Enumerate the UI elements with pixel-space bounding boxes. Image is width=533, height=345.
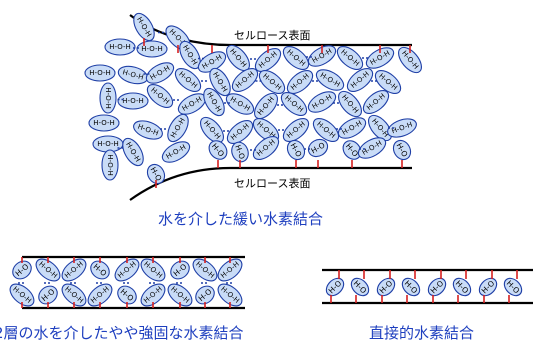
water-molecule-loose: H-O-H	[346, 68, 374, 92]
water-molecule-loose: H-O-H	[92, 135, 124, 153]
water-molecule-loose: H-O-H	[307, 91, 337, 113]
water-molecule-bilayer-upper: H-O-H	[192, 258, 218, 282]
svg-text:H-O-H: H-O-H	[106, 154, 114, 175]
water-molecule-loose: H-O-H	[226, 120, 254, 144]
water-molecule-loose: H-O	[146, 163, 166, 185]
water-molecule-bilayer-lower: H-O	[195, 285, 215, 305]
water-molecule-loose: H-O-H	[282, 118, 310, 142]
water-molecule-loose: H-O-H	[200, 116, 224, 144]
caption-loose-bond: 水を介した緩い水素結合	[158, 210, 324, 228]
water-molecule-bilayer-lower: H-O	[38, 285, 58, 305]
water-molecule-loose: H-O-H	[209, 67, 231, 97]
water-molecule-loose: H-O-H	[374, 70, 402, 94]
water-molecule-loose: H-O-H	[104, 38, 136, 56]
water-molecule-direct: H-O	[427, 277, 447, 297]
water-molecule-loose: H-O-H	[307, 45, 337, 67]
water-molecule-bilayer-lower: H-O-H	[140, 283, 166, 307]
water-molecule-loose: H-O-H	[254, 92, 278, 120]
water-molecule-bilayer-lower: H-O-H	[167, 283, 193, 307]
svg-text:H-O-H: H-O-H	[109, 43, 130, 51]
water-molecule-bilayer-upper: H-O	[12, 260, 32, 280]
water-molecule-bilayer-upper: H-O-H	[61, 258, 87, 282]
water-molecule-loose: H-O	[208, 140, 228, 160]
water-molecule-direct: H-O	[376, 277, 396, 297]
svg-text:H-O-H: H-O-H	[97, 140, 118, 148]
water-molecule-loose: H-O-H	[146, 84, 174, 108]
water-molecule-loose: H-O-H	[99, 82, 117, 114]
water-molecule-loose: H-O	[286, 139, 306, 161]
water-molecule-bilayer-upper: H-O-H	[217, 258, 243, 282]
water-molecule-loose: H-O-H	[226, 44, 250, 72]
water-molecule-loose: H-O-H	[88, 114, 120, 132]
water-molecule-direct: H-O	[503, 277, 523, 297]
water-molecule-loose: H-O-H	[225, 93, 255, 115]
water-molecule-direct: H-O	[401, 277, 421, 297]
water-molecule-loose: H-O-H	[167, 113, 189, 143]
svg-text:H-O-H: H-O-H	[93, 119, 114, 127]
water-molecule-loose: H-O-H	[338, 90, 362, 118]
water-molecule-bilayer-lower: H-O-H	[87, 283, 113, 307]
caption-direct-bond: 直接的水素結合	[369, 324, 475, 342]
water-molecule-direct: H-O	[452, 277, 472, 297]
water-molecule-loose: H-O-H	[357, 137, 387, 159]
water-molecule-loose: H-O-H	[398, 46, 422, 74]
water-molecule-loose: H-O-H	[258, 70, 286, 94]
water-molecule-loose: H-O-H	[133, 120, 163, 140]
water-molecule-bilayer-lower: H-O-H	[9, 283, 35, 307]
water-molecule-bilayer-upper: H-O	[90, 260, 110, 280]
water-molecule-loose: H-O-H	[280, 92, 308, 116]
water-molecule-direct: H-O	[478, 277, 498, 297]
water-molecule-loose: H-O	[342, 140, 362, 160]
water-molecule-bilayer-upper: H-O-H	[35, 258, 61, 282]
water-molecule-loose: H-O	[307, 138, 329, 158]
water-molecule-loose: H-O-H	[368, 114, 392, 142]
water-molecule-loose: H-O	[392, 139, 412, 161]
water-molecule-loose: H-O-H	[179, 40, 201, 70]
water-molecule-loose: H-O-H	[365, 47, 395, 69]
water-molecule-loose: H-O-H	[122, 137, 144, 167]
water-molecule-loose: H-O-H	[387, 118, 417, 138]
caption-bilayer-bond: 2層の水を介したやや強固な水素結合	[0, 324, 244, 342]
water-molecule-loose: H-O-H	[336, 46, 364, 70]
water-molecule-loose: H-O-H	[286, 70, 314, 94]
water-molecule-direct: H-O	[325, 277, 345, 297]
svg-text:H-O-H: H-O-H	[89, 69, 110, 77]
svg-text:H-O-H: H-O-H	[122, 97, 143, 105]
water-molecule-loose: H-O-H	[84, 64, 116, 82]
water-molecule-loose: H-O-H	[252, 118, 280, 142]
water-molecule-loose: H-O-H	[312, 118, 340, 142]
water-molecule-loose: H-O-H	[136, 40, 168, 58]
svg-text:H-O-H: H-O-H	[104, 87, 112, 108]
water-molecule-loose: H-O-H	[197, 51, 227, 73]
water-molecule-bilayer-upper: H-O-H	[114, 258, 140, 282]
water-molecule-bilayer-lower: H-O-H	[61, 283, 87, 307]
water-molecule-loose: H-O-H	[174, 68, 202, 92]
water-molecule-loose: H-O-H	[133, 12, 155, 42]
water-molecule-bilayer-lower: H-O-H	[217, 283, 243, 307]
water-molecule-direct: H-O	[350, 277, 370, 297]
water-molecule-loose: H-O-H	[282, 46, 310, 70]
water-molecule-loose: H-O-H	[101, 149, 119, 181]
water-molecule-loose: H-O-H	[315, 69, 345, 91]
water-molecule-bilayer-upper: H-O	[170, 260, 190, 280]
water-molecule-loose: H-O-H	[254, 48, 282, 72]
surface-label-bottom: セルロース表面	[232, 175, 313, 191]
water-molecule-loose: H-O-H	[252, 136, 280, 160]
water-molecule-loose: H-O-H	[117, 92, 149, 110]
water-molecule-bilayer-lower: H-O	[117, 285, 137, 305]
water-molecule-loose: H-O-H	[337, 117, 367, 139]
cellulose-surface-bottom-line	[129, 166, 412, 201]
water-molecule-loose: H-O-H	[117, 65, 149, 85]
surface-label-top: セルロース表面	[232, 27, 313, 43]
water-molecule-bilayer-upper: H-O-H	[140, 258, 166, 282]
water-molecule-loose: H-O-H	[203, 87, 225, 117]
water-molecule-loose: H-O-H	[145, 62, 175, 84]
svg-text:H-O-H: H-O-H	[141, 45, 162, 53]
water-molecule-loose: H-O-H	[231, 68, 259, 92]
water-molecule-loose: H-O	[231, 141, 249, 163]
water-molecule-loose: H-O-H	[362, 90, 390, 114]
water-molecule-loose: H-O-H	[161, 141, 191, 163]
